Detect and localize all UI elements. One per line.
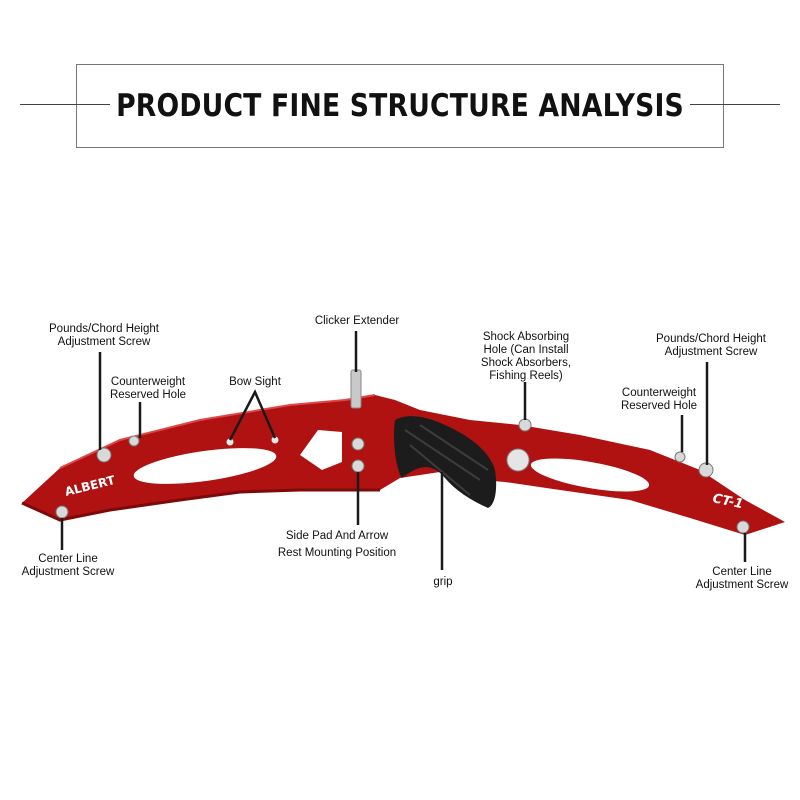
center-line-screw-right [736, 520, 750, 534]
title-rule-right [690, 104, 780, 105]
riser-lower-edge [21, 488, 380, 522]
side-pad-hole-1 [351, 437, 365, 451]
label-side-pad: Side Pad And Arrow Rest Mounting Positio… [277, 530, 397, 559]
label-bow-sight: Bow Sight [229, 376, 281, 388]
page-title: PRODUCT FINE STRUCTURE ANALYSIS [116, 84, 684, 128]
side-pad-hole-2 [351, 459, 365, 473]
pounds-screw-left [96, 447, 112, 463]
label-counterweight-left: Counterweight Reserved Hole [109, 376, 187, 401]
leader-bow-sight [228, 389, 277, 441]
center-line-screw-left [55, 505, 69, 519]
label-center-right: Center Line Adjustment Screw [695, 566, 789, 591]
label-center-left: Center Line Adjustment Screw [21, 553, 115, 578]
riser-window [300, 430, 342, 470]
shock-absorber-hole [518, 418, 532, 432]
label-grip: grip [433, 576, 453, 588]
label-pounds-right: Pounds/Chord Height Adjustment Screw [656, 333, 766, 358]
leader-lines [60, 331, 747, 570]
bow-sight-hole-1 [226, 438, 234, 446]
label-shock-absorbing: Shock Absorbing Hole (Can Install Shock … [480, 331, 572, 382]
label-pounds-left: Pounds/Chord Height Adjustment Screw [49, 323, 159, 348]
label-clicker-extender: Clicker Extender [314, 315, 400, 327]
pounds-screw-right [698, 462, 714, 478]
clicker-extender [350, 369, 362, 409]
label-counterweight-right: Counterweight Reserved Hole [620, 387, 698, 412]
grip-texture [404, 424, 489, 496]
riser-logo-right: CT-1 [711, 491, 744, 512]
riser-cutout-right [530, 458, 650, 492]
riser-cutout-left [133, 448, 277, 484]
riser-bolt [506, 448, 530, 472]
counterweight-hole-left [128, 435, 140, 447]
title-rule-left [20, 104, 110, 105]
bow-sight-hole-2 [271, 436, 279, 444]
counterweight-hole-right [674, 451, 686, 463]
title-frame [76, 64, 724, 148]
